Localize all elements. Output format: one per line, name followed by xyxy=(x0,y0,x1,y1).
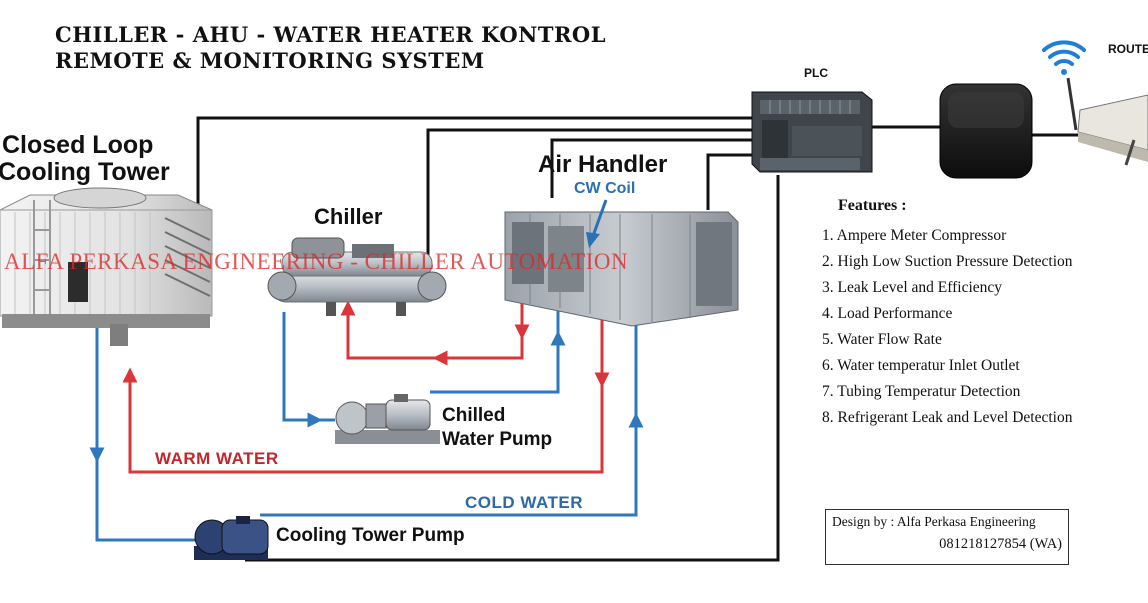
plc-label: PLC xyxy=(804,66,828,80)
cw-coil-label: CW Coil xyxy=(574,180,635,198)
cooling-tower-label-line1: Closed Loop xyxy=(2,131,153,160)
diagram-title-line1: CHILLER - AHU - WATER HEATER KONTROL xyxy=(55,22,606,47)
warm-water-label: WARM WATER xyxy=(155,449,279,469)
chilled-pump-label-line1: Chilled xyxy=(442,405,505,427)
chilled-pump-label-line2: Water Pump xyxy=(442,429,552,451)
gateway-box xyxy=(940,84,1032,178)
feature-item: 6. Water temperatur Inlet Outlet xyxy=(822,353,1073,379)
feature-item: 4. Load Performance xyxy=(822,301,1073,327)
feature-item: 2. High Low Suction Pressure Detection xyxy=(822,249,1073,275)
cold-water-label: COLD WATER xyxy=(465,493,583,513)
cooling-tower-label-line2: Cooling Tower xyxy=(0,158,170,187)
chilled-water-pump xyxy=(335,394,440,444)
features-list: 1. Ampere Meter Compressor 2. High Low S… xyxy=(822,223,1073,431)
feature-item: 5. Water Flow Rate xyxy=(822,327,1073,353)
plc-unit xyxy=(752,92,872,172)
air-handler-label: Air Handler xyxy=(538,151,667,179)
design-credit-box: Design by : Alfa Perkasa Engineering 081… xyxy=(825,509,1069,565)
contact-phone: 081218127854 (WA) xyxy=(832,536,1062,553)
features-title: Features : xyxy=(838,197,907,215)
cooling-tower-pump-unit xyxy=(194,516,268,560)
feature-item: 8. Refrigerant Leak and Level Detection xyxy=(822,405,1073,431)
design-credit-text: Design by : Alfa Perkasa Engineering xyxy=(832,514,1062,530)
feature-item: 1. Ampere Meter Compressor xyxy=(822,223,1073,249)
wifi-icon xyxy=(1044,42,1084,75)
watermark-text: ALFA PERKASA ENGINEERING - CHILLER AUTOM… xyxy=(4,249,628,275)
chiller-label: Chiller xyxy=(314,204,382,230)
feature-item: 7. Tubing Temperatur Detection xyxy=(822,379,1073,405)
diagram-title-line2: REMOTE & MONITORING SYSTEM xyxy=(55,48,485,73)
router-device xyxy=(1068,78,1148,165)
cooling-pump-label: Cooling Tower Pump xyxy=(276,525,465,547)
feature-item: 3. Leak Level and Efficiency xyxy=(822,275,1073,301)
router-label: ROUTER xyxy=(1108,42,1148,56)
